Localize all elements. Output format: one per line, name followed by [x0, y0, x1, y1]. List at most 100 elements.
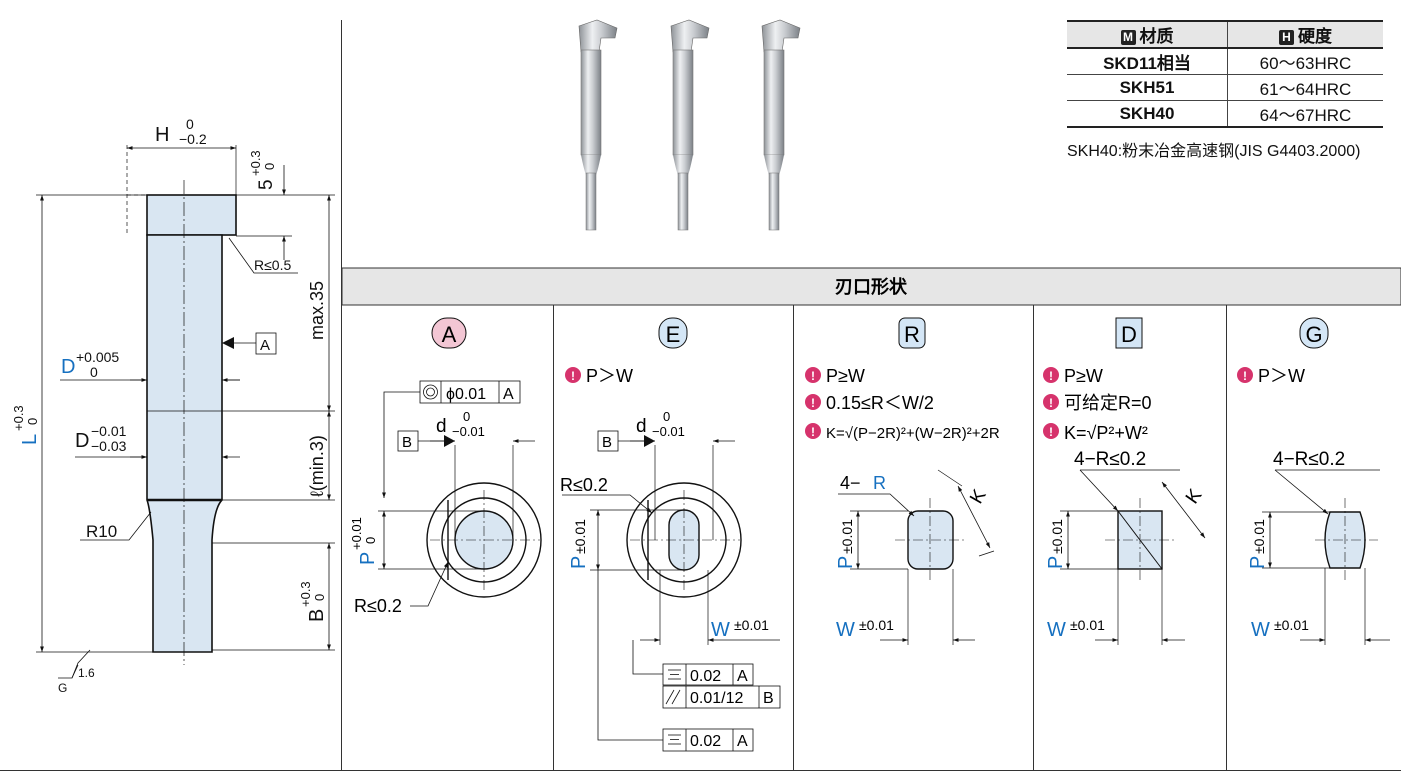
shape-r-cond2: 0.15≤R＜W/2	[826, 393, 934, 413]
hardness-cell: 64～67HRC	[1227, 100, 1383, 128]
svg-text:!: !	[811, 425, 815, 439]
shape-e-cond1: P＞W	[586, 366, 633, 386]
roughness-g: G	[58, 681, 67, 695]
shape-d-p-tol: ±0.01	[1049, 519, 1065, 554]
shape-e-tol3-datum: A	[737, 733, 748, 750]
shape-a-d-tol-up: 0	[463, 409, 470, 424]
five-tol-up: +0.3	[248, 150, 263, 176]
shape-a-letter: A	[442, 322, 457, 347]
hardness-header-cell: H 硬度	[1227, 20, 1383, 49]
svg-text:!: !	[1049, 425, 1053, 439]
shape-d-p-dim: P	[1045, 556, 1067, 569]
material-badge-icon: M	[1120, 30, 1136, 45]
section-title: 刃口形状	[835, 276, 908, 297]
shape-g: G ! P＞W 4−R≤0.2 P ±0.01 W ±0.01	[1237, 317, 1390, 645]
shape-a-d-tol-dn: −0.01	[452, 424, 485, 439]
shape-e-tol3-value: 0.02	[690, 733, 721, 750]
shape-d: D ! P≥W ! 可给定R=0 ! K=√P²+W² 4−R≤0.2 K P …	[1043, 317, 1207, 645]
shape-a-conc-value: ϕ0.01	[446, 386, 486, 403]
hardness-badge-icon: H	[1279, 30, 1294, 45]
shape-e-tol2-datum: B	[763, 690, 774, 707]
shape-d-warn-icon-1: !	[1043, 367, 1059, 383]
shape-e-letter: E	[666, 322, 681, 347]
shape-d-w-dim: W	[1047, 619, 1066, 641]
h-tol-dn: −0.2	[179, 131, 207, 147]
shape-d-warn-icon-3: !	[1043, 423, 1059, 439]
shape-r-letter: R	[904, 322, 920, 347]
shape-r: R ! P≥W ! 0.15≤R＜W/2 ! K=√(P−2R)²+(W−2R)…	[805, 317, 1000, 645]
five-dim-label: 5	[256, 179, 277, 190]
svg-text:!: !	[1049, 396, 1053, 410]
d-lower-label: D	[75, 430, 89, 452]
shape-e-d-tol-up: 0	[663, 409, 670, 424]
shape-r-warn-icon-3: !	[805, 423, 821, 439]
shape-d-k-dim: K	[1182, 485, 1207, 508]
shape-d-letter: D	[1121, 322, 1137, 347]
shape-r-cond1: P≥W	[826, 366, 865, 386]
shape-e-w-dim: W	[711, 619, 730, 641]
r10-label: R10	[86, 522, 117, 541]
table-row: SKH40 64～67HRC	[1067, 100, 1383, 128]
shape-e-datum-b: B	[602, 434, 612, 451]
shape-a-p-tol-dn: 0	[363, 537, 378, 544]
h-tol-up: 0	[186, 116, 194, 132]
svg-text:!: !	[571, 369, 575, 383]
shape-e-w-tol: ±0.01	[734, 617, 769, 633]
roughness-value: 1.6	[78, 666, 95, 680]
shape-d-r-label: 4−R≤0.2	[1074, 449, 1146, 470]
shape-e-tol1-datum: A	[737, 668, 748, 685]
r-head-label: R≤0.5	[254, 257, 291, 273]
hardness-cell: 61～64HRC	[1227, 74, 1383, 101]
material-header-label: 材质	[1139, 27, 1174, 46]
shape-d-warn-icon-2: !	[1043, 394, 1059, 410]
shape-e-tol1-value: 0.02	[690, 668, 721, 685]
l-tol-dn: 0	[25, 418, 40, 425]
shape-a-p-dim: P	[357, 552, 379, 565]
shape-r-warn-icon-1: !	[805, 367, 821, 383]
hardness-cell: 60～63HRC	[1227, 48, 1383, 75]
shape-g-cond1: P＞W	[1258, 366, 1305, 386]
shape-a-conc-datum: A	[503, 386, 514, 403]
five-tol-dn: 0	[262, 163, 277, 170]
svg-text:!: !	[811, 396, 815, 410]
material-cell: SKH51	[1067, 74, 1228, 101]
max35-label: max.35	[307, 281, 327, 340]
datum-a-label: A	[260, 337, 270, 354]
svg-text:!: !	[1049, 369, 1053, 383]
table-row: SKH51 61～64HRC	[1067, 74, 1383, 101]
shape-e: E ! P＞W	[560, 317, 781, 752]
shape-a-datum-b: B	[402, 434, 412, 451]
l-tol-up: +0.3	[11, 405, 26, 431]
shape-r-k-dim: K	[966, 486, 991, 508]
section-header-bar	[341, 267, 1401, 306]
side-view	[36, 145, 335, 679]
shape-r-r-dim: R	[873, 473, 886, 493]
shape-a-p-tol-up: +0.01	[349, 517, 364, 550]
shape-a-r-label: R≤0.2	[354, 596, 402, 616]
svg-text:!: !	[1243, 369, 1247, 383]
shape-e-r-label: R≤0.2	[560, 475, 608, 495]
shape-r-warn-icon-2: !	[805, 394, 821, 410]
shape-a-d-dim: d	[436, 416, 447, 437]
d-lower-tol-up: −0.01	[91, 423, 127, 439]
side-view-labels: H 0 −0.2 5 +0.3 0 R≤0.5 A max.35 ℓ(min.3…	[11, 116, 328, 695]
shape-d-cond2: 可给定R=0	[1064, 393, 1152, 413]
shape-d-cond1: P≥W	[1064, 366, 1103, 386]
h-dim-label: H	[155, 124, 169, 146]
shape-g-p-dim: P	[1247, 556, 1269, 569]
b-tol-dn: 0	[312, 594, 327, 601]
shape-d-cond3: K=√P²+W²	[1064, 423, 1148, 443]
hardness-header-label: 硬度	[1298, 27, 1332, 46]
shape-e-warn-icon: !	[565, 367, 581, 383]
shape-g-letter: G	[1305, 322, 1322, 347]
shape-g-w-tol: ±0.01	[1274, 617, 1309, 633]
shape-r-w-dim: W	[836, 619, 855, 641]
column-dividers	[553, 305, 1227, 771]
l-dim-label: L	[19, 434, 41, 445]
material-cell: SKH40	[1067, 100, 1228, 128]
shape-e-tol2-value: 0.01/12	[690, 690, 743, 707]
